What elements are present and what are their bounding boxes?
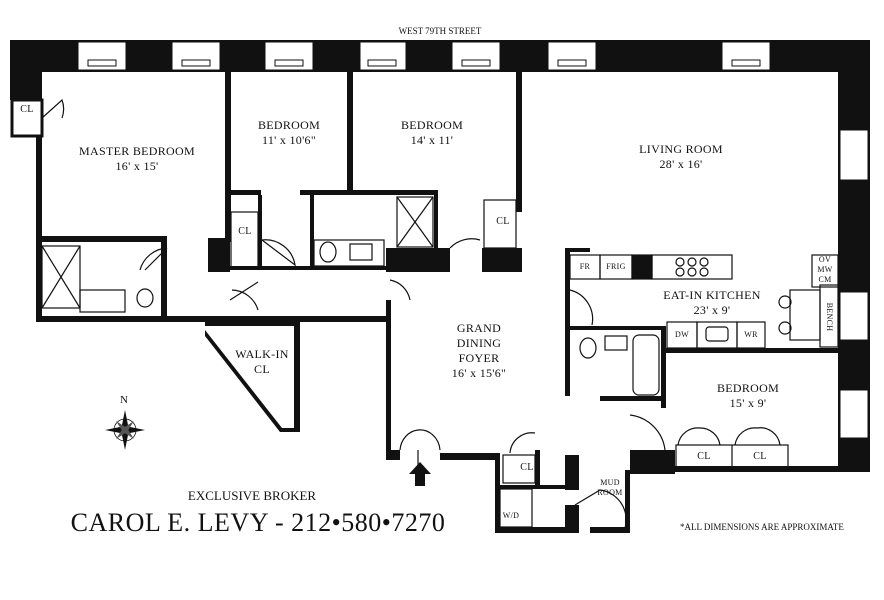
room-name-line: DINING — [456, 336, 502, 350]
closet-label: CL — [496, 216, 510, 227]
fixture-fr: FR — [579, 262, 591, 271]
windows — [77, 41, 869, 439]
room-name-line: ROOM — [597, 488, 623, 497]
fixture-wr: WR — [744, 330, 758, 339]
compass-north-label: N — [120, 394, 128, 406]
room-name: LIVING ROOM — [639, 142, 723, 156]
doors — [41, 98, 781, 529]
fixture-ov: OV — [818, 255, 832, 264]
broker-label: EXCLUSIVE BROKER — [187, 488, 317, 503]
fixture-mw: MW — [817, 265, 833, 274]
closet-label: CL — [20, 104, 34, 115]
room-size: 23' x 9' — [693, 303, 731, 317]
fixture-bench: BENCH — [825, 302, 834, 332]
closet-label: CL — [238, 226, 252, 237]
fixture-frig: FRIG — [606, 262, 626, 271]
room-size: 16' x 15'6" — [451, 366, 507, 380]
room-name-line: GRAND — [456, 321, 502, 335]
room-size: 15' x 9' — [729, 396, 767, 410]
compass-icon — [105, 410, 145, 450]
room-name-line: WALK-IN — [235, 347, 289, 361]
room-size: 14' x 11' — [410, 133, 454, 147]
fixtures — [41, 196, 839, 528]
street-label: WEST 79TH STREET — [398, 26, 482, 36]
room-name: MASTER BEDROOM — [79, 144, 195, 158]
fixture-wd: W/D — [502, 511, 520, 520]
room-name: BEDROOM — [716, 381, 780, 395]
fixture-cm: CM — [818, 275, 832, 284]
room-size: 28' x 16' — [659, 157, 703, 171]
broker-name-phone: CAROL E. LEVY - 212•580•7270 — [70, 508, 446, 537]
room-name-line: MUD — [600, 478, 620, 487]
room-name: EAT-IN KITCHEN — [663, 288, 761, 302]
room-name: BEDROOM — [257, 118, 321, 132]
room-name-line: CL — [254, 362, 270, 376]
room-name-line: FOYER — [458, 351, 500, 365]
entry-arrow-icon — [409, 462, 431, 486]
room-name: BEDROOM — [400, 118, 464, 132]
window-sills — [87, 59, 761, 67]
walls — [10, 40, 870, 533]
closet-label: CL — [520, 462, 534, 473]
dimensions-note: *ALL DIMENSIONS ARE APPROXIMATE — [680, 522, 844, 532]
closet-label: CL — [753, 451, 767, 462]
room-size: 16' x 15' — [115, 159, 159, 173]
room-size: 11' x 10'6" — [261, 133, 317, 147]
fixture-dw: DW — [675, 330, 689, 339]
closet-label: CL — [697, 451, 711, 462]
